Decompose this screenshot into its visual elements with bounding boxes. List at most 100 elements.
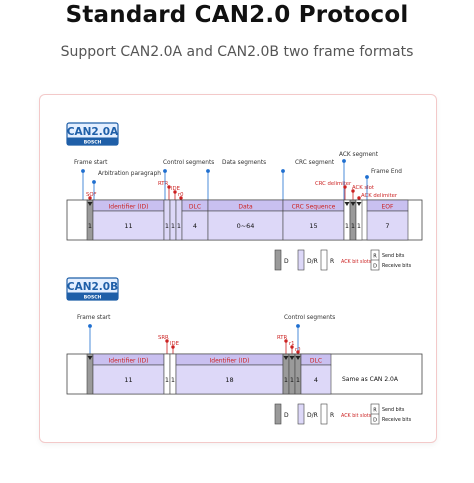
- srr-bit: [163, 353, 171, 395]
- ide-bit: [169, 199, 177, 241]
- guide-dot: [165, 339, 169, 343]
- guide-dot: [88, 196, 92, 200]
- can20a-label-control: Control segments: [163, 160, 214, 166]
- bits-sof: 1: [88, 222, 92, 230]
- guide-dot: [365, 175, 369, 179]
- guide-dot: [167, 185, 171, 189]
- guide-dot: [92, 180, 96, 184]
- can20a-legend: D D/R R ACK bit slots R D Send bits Rece…: [274, 249, 412, 271]
- can20a-label-arbitration: Arbitration paragraph: [98, 171, 161, 177]
- down-arrow-icon: [283, 356, 289, 360]
- can20b-label-srr: SRR: [158, 335, 169, 341]
- bits-r0: 1: [296, 376, 300, 384]
- can20a-label-data: Data segments: [222, 160, 266, 166]
- can20b-legend: D D/R R ACK bit slots R D Send bits Rece…: [274, 403, 412, 425]
- legend-r-box: R: [373, 254, 377, 260]
- can20b-red-guides: [165, 339, 300, 354]
- bits-ack-slot: 1: [351, 222, 355, 230]
- can20a-label-sof: SOF: [86, 192, 97, 198]
- can20a-label-crc-delim: CRC delimiter: [315, 181, 352, 187]
- guide-dot: [296, 324, 300, 328]
- guide-dot: [343, 185, 347, 189]
- bits-dlc: 4: [314, 376, 318, 384]
- can20b-label-frame-start: Frame start: [77, 315, 111, 321]
- legend-d-box: D: [373, 418, 377, 424]
- legend-receive-bits: Receive bits: [382, 417, 412, 423]
- can20b-guides: [88, 324, 300, 354]
- legend-ack-bit-slots: ACK bit slots: [341, 413, 372, 419]
- can20a-arrows: [87, 202, 362, 206]
- down-arrow-icon: [356, 202, 362, 206]
- bits-rtr: 1: [165, 222, 169, 230]
- bits-ack-delim: 1: [357, 222, 361, 230]
- guide-dot: [281, 169, 285, 173]
- legend-ack-bit-slots: ACK bit slots: [341, 259, 372, 265]
- legend-d: D: [284, 258, 289, 265]
- can20a-field-data: Data: [238, 204, 253, 211]
- can20b-same-as: Same as CAN 2.0A: [342, 376, 399, 383]
- bits-srr: 1: [165, 376, 169, 384]
- can20b-badge-label: CAN2.0B: [67, 281, 118, 293]
- guide-dot: [284, 339, 288, 343]
- guide-dot: [342, 159, 346, 163]
- protocol-card: CAN2.0A BOSCH Frame start Arbitration pa…: [39, 94, 437, 443]
- can20b-field-dlc: DLC: [310, 358, 322, 365]
- can20a-label-ide: IDE: [171, 186, 181, 192]
- ide-bit: [169, 353, 177, 395]
- bits-ide: 1: [171, 222, 175, 230]
- guide-dot: [357, 196, 361, 200]
- can20b-field-identifier-a: Identifier (ID): [108, 358, 148, 365]
- can20a-label-frame-start: Frame start: [74, 160, 108, 166]
- guide-dot: [296, 350, 300, 354]
- bits-id: 11: [124, 222, 132, 230]
- bits-id-a: 11: [124, 376, 132, 384]
- can20a-section: CAN2.0A BOSCH Frame start Arbitration pa…: [66, 122, 423, 271]
- down-arrow-icon: [87, 356, 93, 360]
- can20a-frame-row: Identifier (ID) DLC Data CRC Sequence EO…: [66, 199, 423, 241]
- can20b-label-ide: IDE: [170, 341, 180, 347]
- can20b-label-control: Control segments: [284, 315, 335, 321]
- guide-dot: [351, 189, 355, 193]
- can20b-section: CAN2.0B BOSCH Frame start Control segmen…: [66, 277, 423, 425]
- bits-crc: 15: [309, 222, 317, 230]
- guide-dot: [179, 196, 183, 200]
- down-arrow-icon: [344, 202, 350, 206]
- down-arrow-icon: [289, 356, 295, 360]
- legend-r: R: [330, 412, 334, 419]
- can20b-frame-row: Identifier (ID) Identifier (ID) DLC 11 1…: [66, 353, 423, 395]
- can20a-label-crc: CRC segment: [295, 160, 335, 166]
- can20b-label-r1: r1: [289, 341, 295, 347]
- can20a-label-ack-delim: ACK delimiter: [361, 193, 398, 199]
- legend-dr: D/R: [307, 412, 318, 419]
- can20b-label-rtr: RTR: [277, 335, 288, 341]
- bits-id-b: 18: [225, 376, 233, 384]
- can20a-label-ack-slot: ACK slot: [352, 185, 374, 191]
- guide-dot: [173, 190, 177, 194]
- down-arrow-icon: [350, 202, 356, 206]
- legend-d-box: D: [373, 264, 377, 270]
- guide-dot: [81, 169, 85, 173]
- legend-d: D: [284, 412, 289, 419]
- can20a-field-dlc: DLC: [189, 204, 201, 211]
- bits-data: 0~64: [237, 222, 255, 230]
- can20a-field-crc-seq: CRC Sequence: [292, 204, 336, 211]
- bits-r1: 1: [290, 376, 294, 384]
- rtr-bit: [163, 199, 171, 241]
- legend-dr: D/R: [307, 258, 318, 265]
- protocol-diagram: CAN2.0A BOSCH Frame start Arbitration pa…: [66, 122, 423, 425]
- can20b-badge: CAN2.0B BOSCH: [66, 277, 119, 301]
- down-arrow-icon: [87, 202, 93, 206]
- page-title: Standard CAN2.0 Protocol: [65, 2, 409, 28]
- can20a-label-ack: ACK segment: [339, 152, 379, 158]
- can20a-field-identifier: Identifier (ID): [108, 204, 148, 211]
- legend-r-box: R: [373, 408, 377, 414]
- can20a-label-rtr: RTR: [158, 181, 169, 187]
- can20a-badge-sub: BOSCH: [84, 140, 102, 146]
- bits-crc-delim: 1: [345, 222, 349, 230]
- bits-dlc: 4: [193, 222, 197, 230]
- can20a-label-r0: r0: [178, 192, 184, 198]
- r0-bit: [175, 199, 183, 241]
- guide-dot: [290, 345, 294, 349]
- page-subtitle: Support CAN2.0A and CAN2.0B two frame fo…: [60, 44, 414, 60]
- can20b-badge-sub: BOSCH: [84, 295, 102, 301]
